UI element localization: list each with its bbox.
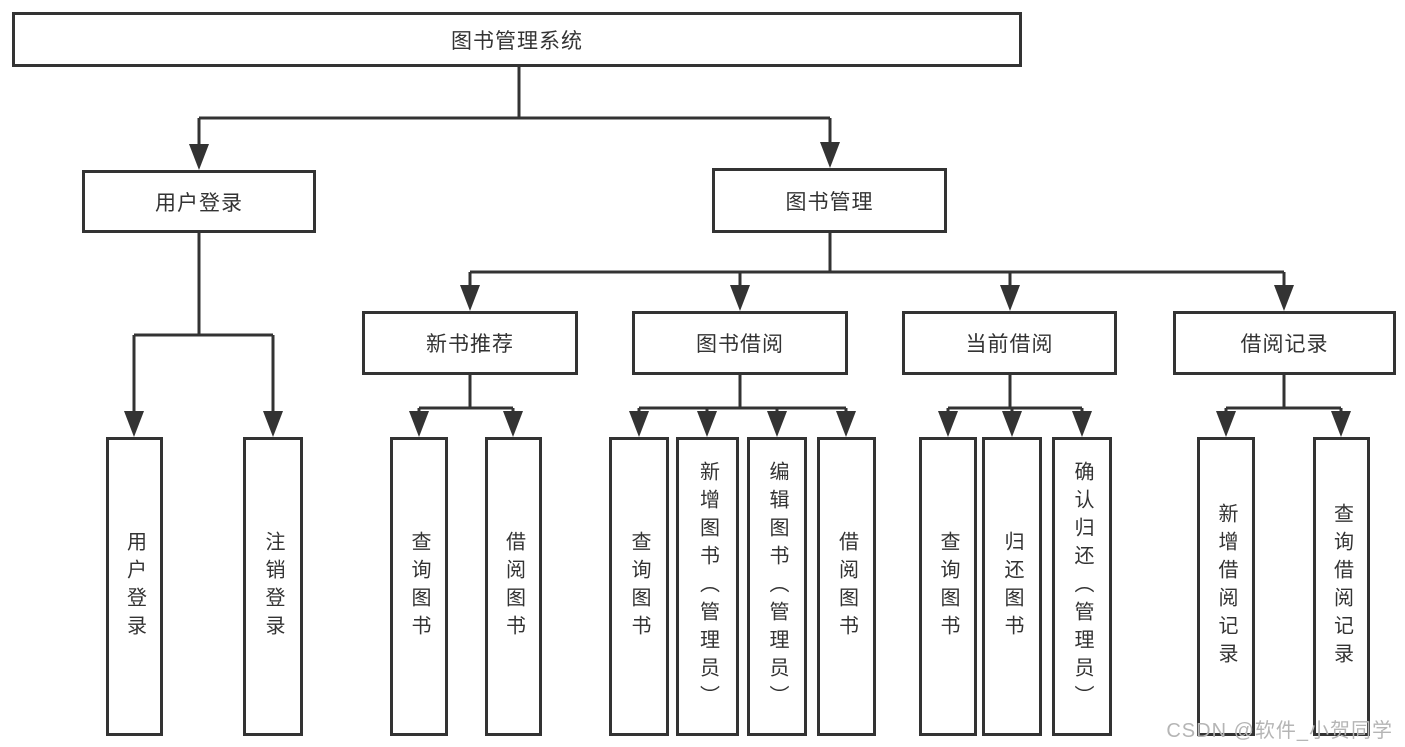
leaf-borrow-books: 借阅图书 <box>817 437 876 736</box>
leaf-confirm-return-admin: 确认归还（管理员） <box>1052 437 1112 736</box>
node-book-borrow: 图书借阅 <box>632 311 848 375</box>
node-current-borrow-label: 当前借阅 <box>965 333 1054 356</box>
leaf-edit-books-admin: 编辑图书（管理员） <box>747 437 807 736</box>
node-current-borrow: 当前借阅 <box>902 311 1117 375</box>
leaf-user-login: 用户登录 <box>106 437 163 736</box>
node-root: 图书管理系统 <box>12 12 1022 67</box>
leaf-query-borrow-record: 查询借阅记录 <box>1313 437 1370 736</box>
leaf-add-borrow-record: 新增借阅记录 <box>1197 437 1255 736</box>
leaf-query-books-recommend: 查询图书 <box>390 437 448 736</box>
leaf-logout: 注销登录 <box>243 437 303 736</box>
node-borrow-records-label: 借阅记录 <box>1240 333 1329 356</box>
node-new-book-recommend: 新书推荐 <box>362 311 578 375</box>
node-book-management-label: 图书管理 <box>785 190 874 214</box>
node-user-login-label: 用户登录 <box>155 191 243 215</box>
leaf-query-books-current: 查询图书 <box>919 437 977 736</box>
node-borrow-records: 借阅记录 <box>1173 311 1396 375</box>
csdn-watermark: CSDN @软件_小贺同学 <box>1166 720 1393 742</box>
node-new-book-recommend-label: 新书推荐 <box>426 333 514 356</box>
node-book-management: 图书管理 <box>712 168 947 233</box>
leaf-return-books: 归还图书 <box>982 437 1042 736</box>
leaf-add-books-admin: 新增图书（管理员） <box>676 437 739 736</box>
leaf-query-books-borrow: 查询图书 <box>609 437 669 736</box>
leaf-borrow-books-recommend: 借阅图书 <box>485 437 542 736</box>
node-book-borrow-label: 图书借阅 <box>696 333 784 356</box>
node-user-login: 用户登录 <box>82 170 316 233</box>
node-root-label: 图书管理系统 <box>451 29 583 53</box>
